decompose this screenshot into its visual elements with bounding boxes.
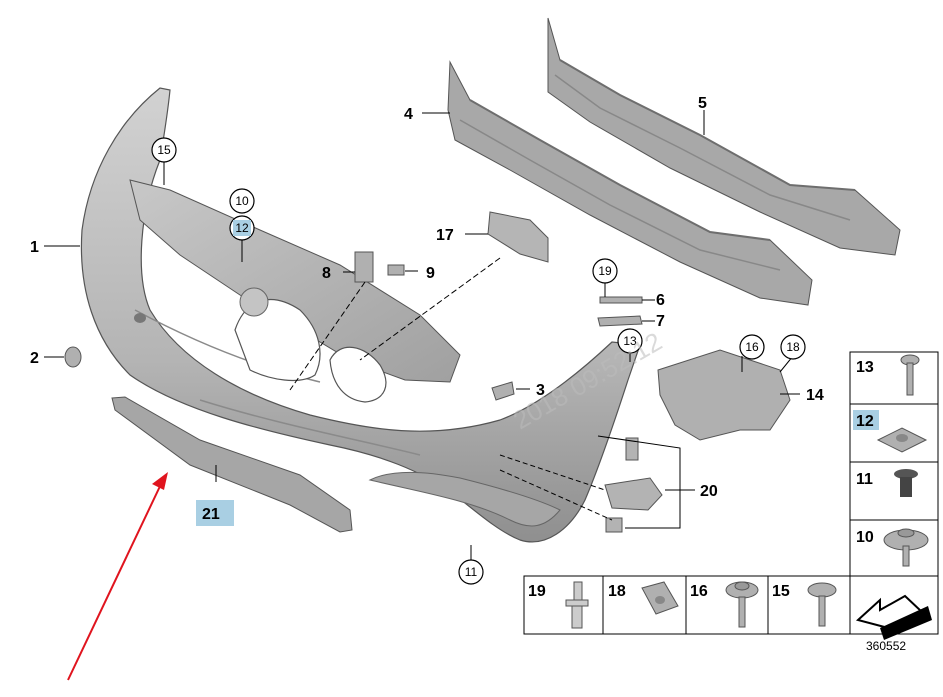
- part-9: [387, 264, 405, 276]
- part-8: [354, 251, 374, 283]
- part-1-bumper-cover: [80, 87, 641, 543]
- part-5-strip: [547, 17, 901, 256]
- legend-right-11: 11: [856, 471, 873, 488]
- circle-13-label: 13: [623, 334, 637, 348]
- grille-carrier: [129, 179, 461, 403]
- callout-21-highlight: [196, 500, 234, 526]
- legend-bottom-16: 16: [690, 583, 708, 600]
- circle-16: [739, 334, 765, 360]
- part-20-bracket: [625, 437, 639, 461]
- bolt-16-icon: [725, 581, 759, 628]
- legend-bottom-18: 18: [608, 583, 626, 600]
- circle-19-label: 19: [598, 264, 612, 278]
- circle-18-label: 18: [786, 340, 800, 354]
- part-20-clip: [605, 517, 623, 533]
- callout-7: 7: [656, 313, 665, 330]
- part-21-strip: [111, 396, 353, 533]
- view-arrow-icon: [855, 594, 932, 640]
- screw-13-icon: [900, 354, 920, 396]
- callout-20: 20: [700, 483, 718, 500]
- circle-19: [592, 258, 618, 284]
- circle-11: [458, 559, 484, 585]
- part-17: [487, 211, 549, 263]
- legend-bottom: 19 18 16 15: [523, 575, 939, 640]
- callout-1: 1: [30, 239, 39, 256]
- circle-10-label: 10: [235, 194, 249, 208]
- expanding-rivet-11-icon: [894, 469, 918, 497]
- leader-lines: [44, 110, 800, 560]
- callout-6: 6: [656, 292, 665, 309]
- part-14-bracket: [657, 349, 791, 441]
- circle-18: [780, 334, 806, 360]
- callout-4: 4: [404, 106, 413, 123]
- circle-15-label: 15: [157, 143, 171, 157]
- circle-16-label: 16: [745, 340, 759, 354]
- callout-3: 3: [536, 382, 545, 399]
- clip-19-icon: [565, 581, 589, 629]
- clip-nut-18-icon: [641, 581, 679, 615]
- legend-right-12: 12: [856, 413, 874, 430]
- washer-screw-10-icon: [883, 528, 929, 567]
- legend-right-10: 10: [856, 529, 874, 546]
- part-6: [599, 296, 643, 304]
- circle-12-label: 12: [235, 221, 249, 235]
- part-4-strip: [447, 60, 813, 306]
- callout-5: 5: [698, 95, 707, 112]
- legend-right-13: 13: [856, 359, 874, 376]
- part-20-insert: [604, 477, 663, 511]
- drawing-number: 360552: [866, 639, 906, 653]
- circle-13: [617, 328, 643, 354]
- legend-bottom-15: 15: [772, 583, 790, 600]
- callout-14: 14: [806, 387, 824, 404]
- callout-21: 21: [202, 506, 220, 523]
- circle-15: [151, 137, 177, 163]
- circle-10: [229, 188, 255, 214]
- part-2: [64, 346, 82, 368]
- circle-12-highlight: [233, 220, 251, 236]
- legend-bottom-19: 19: [528, 583, 546, 600]
- red-arrow: [67, 472, 168, 681]
- callout-9: 9: [426, 265, 435, 282]
- part-7: [597, 315, 643, 327]
- circle-11-label: 11: [465, 565, 478, 579]
- callout-8: 8: [322, 265, 331, 282]
- callout-17: 17: [436, 227, 454, 244]
- clip-nut-12-icon: [876, 427, 928, 453]
- part-3: [491, 381, 515, 401]
- legend-right: 13 12 11 10: [849, 351, 939, 577]
- callout-2: 2: [30, 350, 39, 367]
- screw-15-icon: [807, 582, 837, 627]
